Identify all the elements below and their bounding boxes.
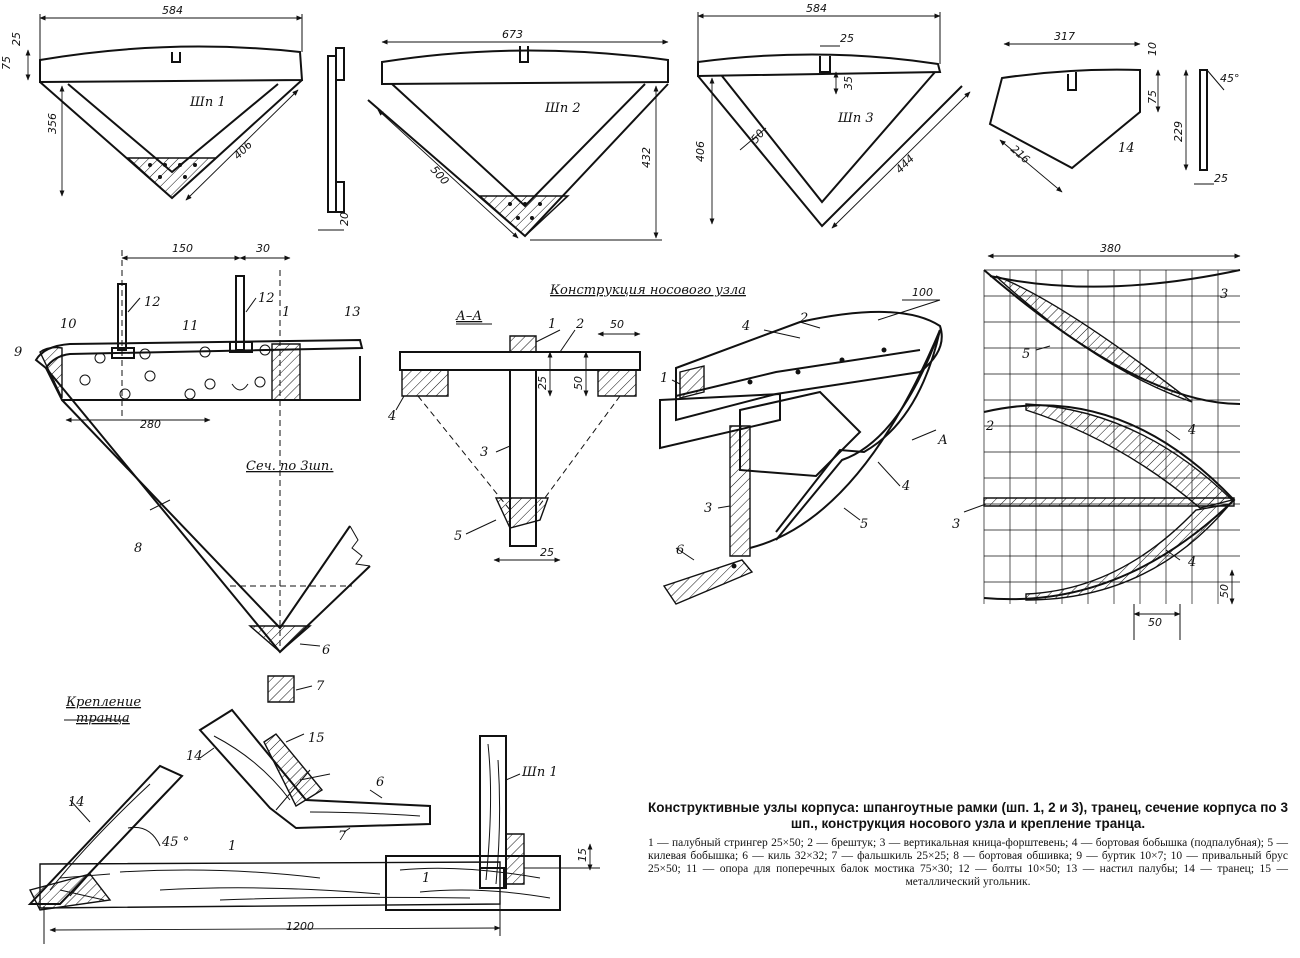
frame-3-depth-dim: 35 (842, 76, 855, 90)
mount-callout-1b: 1 (422, 871, 430, 886)
nose-callout-6: 6 (676, 543, 684, 558)
frame-3-slot-dim: 25 (840, 32, 854, 45)
mount-callout-1: 1 (228, 839, 236, 854)
transom-mid-dim: 75 (1146, 90, 1159, 104)
nose-dim-100: 100 (912, 286, 933, 299)
plan-callout-4b: 4 (1187, 555, 1196, 570)
nose-callout-3: 3 (704, 501, 712, 516)
section-aa-bottom-dim: 25 (540, 546, 554, 559)
frame-1-height-dim: 356 (46, 113, 59, 134)
frame-3-height-dim: 406 (694, 141, 707, 162)
section-gap-dim: 30 (256, 242, 270, 255)
nose-callout-5: 5 (860, 517, 868, 532)
section-callout-12b: 12 (258, 291, 275, 306)
plan-callout-5: 5 (1022, 347, 1030, 362)
figure-caption: Конструктивные узлы корпуса: шпангоутные… (648, 800, 1288, 889)
mount-title-line2: транца (76, 711, 130, 726)
transom-side-dim: 216 (1008, 143, 1032, 167)
plan-callout-3b: 3 (952, 517, 960, 532)
frame-2-width-dim: 673 (502, 28, 523, 41)
section-aa-top-dim: 50 (610, 318, 624, 331)
plan-callout-3: 3 (1220, 287, 1228, 302)
section-callout-12a: 12 (144, 295, 161, 310)
nose-callout-4: 4 (741, 319, 750, 334)
section-callout-9: 9 (14, 345, 22, 360)
frame-1-label: Шп 1 (189, 95, 226, 110)
section-aa-callout-4: 4 (387, 409, 396, 424)
frame-2-diagonal-dim: 500 (428, 163, 452, 187)
transom-drawing (990, 41, 1224, 193)
plan-cell-height-dim: 50 (1218, 584, 1231, 598)
frame-2-label: Шп 2 (544, 101, 581, 116)
mount-callout-14: 14 (68, 795, 85, 810)
plan-callout-2: 2 (985, 419, 994, 434)
hull-section-drawing (36, 250, 370, 702)
caption-legend: 1 — палубный стрингер 25×50; 2 — брештук… (648, 837, 1288, 888)
plan-callout-4: 4 (1187, 423, 1196, 438)
transom-top-dim: 10 (1146, 42, 1159, 56)
mount-title-line1: Крепление (65, 695, 141, 710)
section-aa-height1-dim: 25 (536, 376, 549, 390)
section-callout-7: 7 (316, 679, 325, 694)
transom-angle: 45° (1220, 72, 1240, 85)
nose-callout-1: 1 (660, 371, 668, 386)
section-callout-13: 13 (344, 305, 361, 320)
section-aa-title: А–А (455, 309, 482, 324)
plan-width-dim: 380 (1100, 242, 1121, 255)
frame-3-width-dim: 584 (806, 2, 827, 15)
section-callout-10: 10 (60, 317, 77, 332)
nose-assembly-drawing: Конструкция носового узла (549, 283, 942, 604)
section-aa-height2-dim: 50 (572, 376, 585, 390)
mount-frame-label: Шп 1 (521, 765, 558, 780)
transom-height-dim: 229 (1172, 121, 1185, 142)
transom-thickness-dim: 25 (1214, 172, 1228, 185)
frame-2-drawing (368, 39, 668, 240)
section-callout-8: 8 (134, 541, 142, 556)
mount-callout-7: 7 (338, 829, 347, 844)
mount-angle: 45 ° (161, 835, 189, 850)
plan-cell-width-dim: 50 (1148, 616, 1162, 629)
section-aa-callout-1: 1 (548, 317, 556, 332)
mount-length-dim: 1200 (286, 920, 314, 933)
section-aa-callout-5: 5 (454, 529, 462, 544)
nose-callout-2: 2 (799, 311, 808, 326)
mount-callout-15: 15 (308, 731, 325, 746)
mount-callout-6: 6 (376, 775, 384, 790)
frame-3-drawing (698, 12, 971, 229)
section-base-dim: 280 (140, 418, 161, 431)
frame-1-side-dim: 75 (0, 56, 13, 70)
section-title: Сеч. по 3шп. (246, 459, 333, 474)
transom-mount-drawing (30, 710, 600, 944)
section-callout-11: 11 (182, 319, 199, 334)
mount-callout-14b: 14 (186, 749, 203, 764)
mount-15-dim: 15 (576, 848, 589, 862)
section-span-dim: 150 (172, 242, 193, 255)
section-aa-callout-3: 3 (480, 445, 488, 460)
frame-2-height-dim: 432 (640, 147, 653, 168)
section-aa-drawing (396, 324, 640, 563)
transom-part-number: 14 (1118, 141, 1135, 156)
frame-3-label: Шп 3 (837, 111, 874, 126)
frame-1-width-dim: 584 (162, 4, 183, 17)
section-aa-callout-2: 2 (575, 317, 584, 332)
plan-grid-drawing (964, 253, 1241, 640)
frame-3-diagonal-dim: 444 (893, 152, 917, 176)
nose-callout-4b: 4 (901, 479, 910, 494)
frame-1-top-dim: 25 (10, 32, 23, 46)
frame-1-edge-dim: 20 (338, 212, 351, 226)
transom-width-dim: 317 (1054, 30, 1075, 43)
section-callout-1: 1 (282, 305, 290, 320)
nose-section-mark: А (937, 433, 948, 448)
nose-title: Конструкция носового узла (549, 283, 746, 298)
frame-1-drawing (25, 14, 344, 230)
section-callout-6: 6 (322, 643, 330, 658)
caption-title: Конструктивные узлы корпуса: шпангоутные… (648, 800, 1288, 831)
